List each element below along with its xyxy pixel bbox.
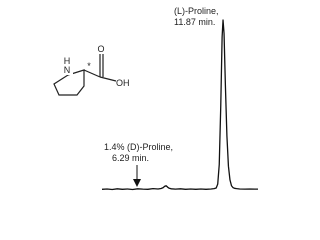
l-proline-retention-time: 11.87 min. <box>174 17 215 27</box>
peak-annotation-l-proline: (L)-Proline, 11.87 min. <box>174 6 219 27</box>
nitrogen-label-backdrop <box>62 63 73 75</box>
d-proline-retention-time: 6.29 min. <box>112 153 149 163</box>
nitrogen-label: N <box>64 65 71 75</box>
nitrogen-hydrogen-label: H <box>64 56 71 66</box>
hydroxyl-bond <box>99 76 117 82</box>
carbonyl-oxygen-label: O <box>97 44 104 54</box>
chromatogram-figure: N H * O OH (L)-Proline, 11.87 min. 1.4% … <box>53 6 258 191</box>
stereocenter-marker: * <box>87 61 91 71</box>
peak-annotation-d-proline: 1.4% (D)-Proline, 6.29 min. <box>104 142 173 187</box>
d-proline-arrow-head <box>133 179 141 187</box>
hydroxyl-label: OH <box>116 78 130 88</box>
l-proline-label: (L)-Proline, <box>174 6 219 16</box>
chromatogram-plot <box>101 19 258 191</box>
proline-structure: N H * O OH <box>53 44 130 96</box>
d-proline-label: 1.4% (D)-Proline, <box>104 142 173 152</box>
alpha-carboxyl-bond <box>83 69 101 78</box>
chromatogram-trace <box>101 19 258 191</box>
